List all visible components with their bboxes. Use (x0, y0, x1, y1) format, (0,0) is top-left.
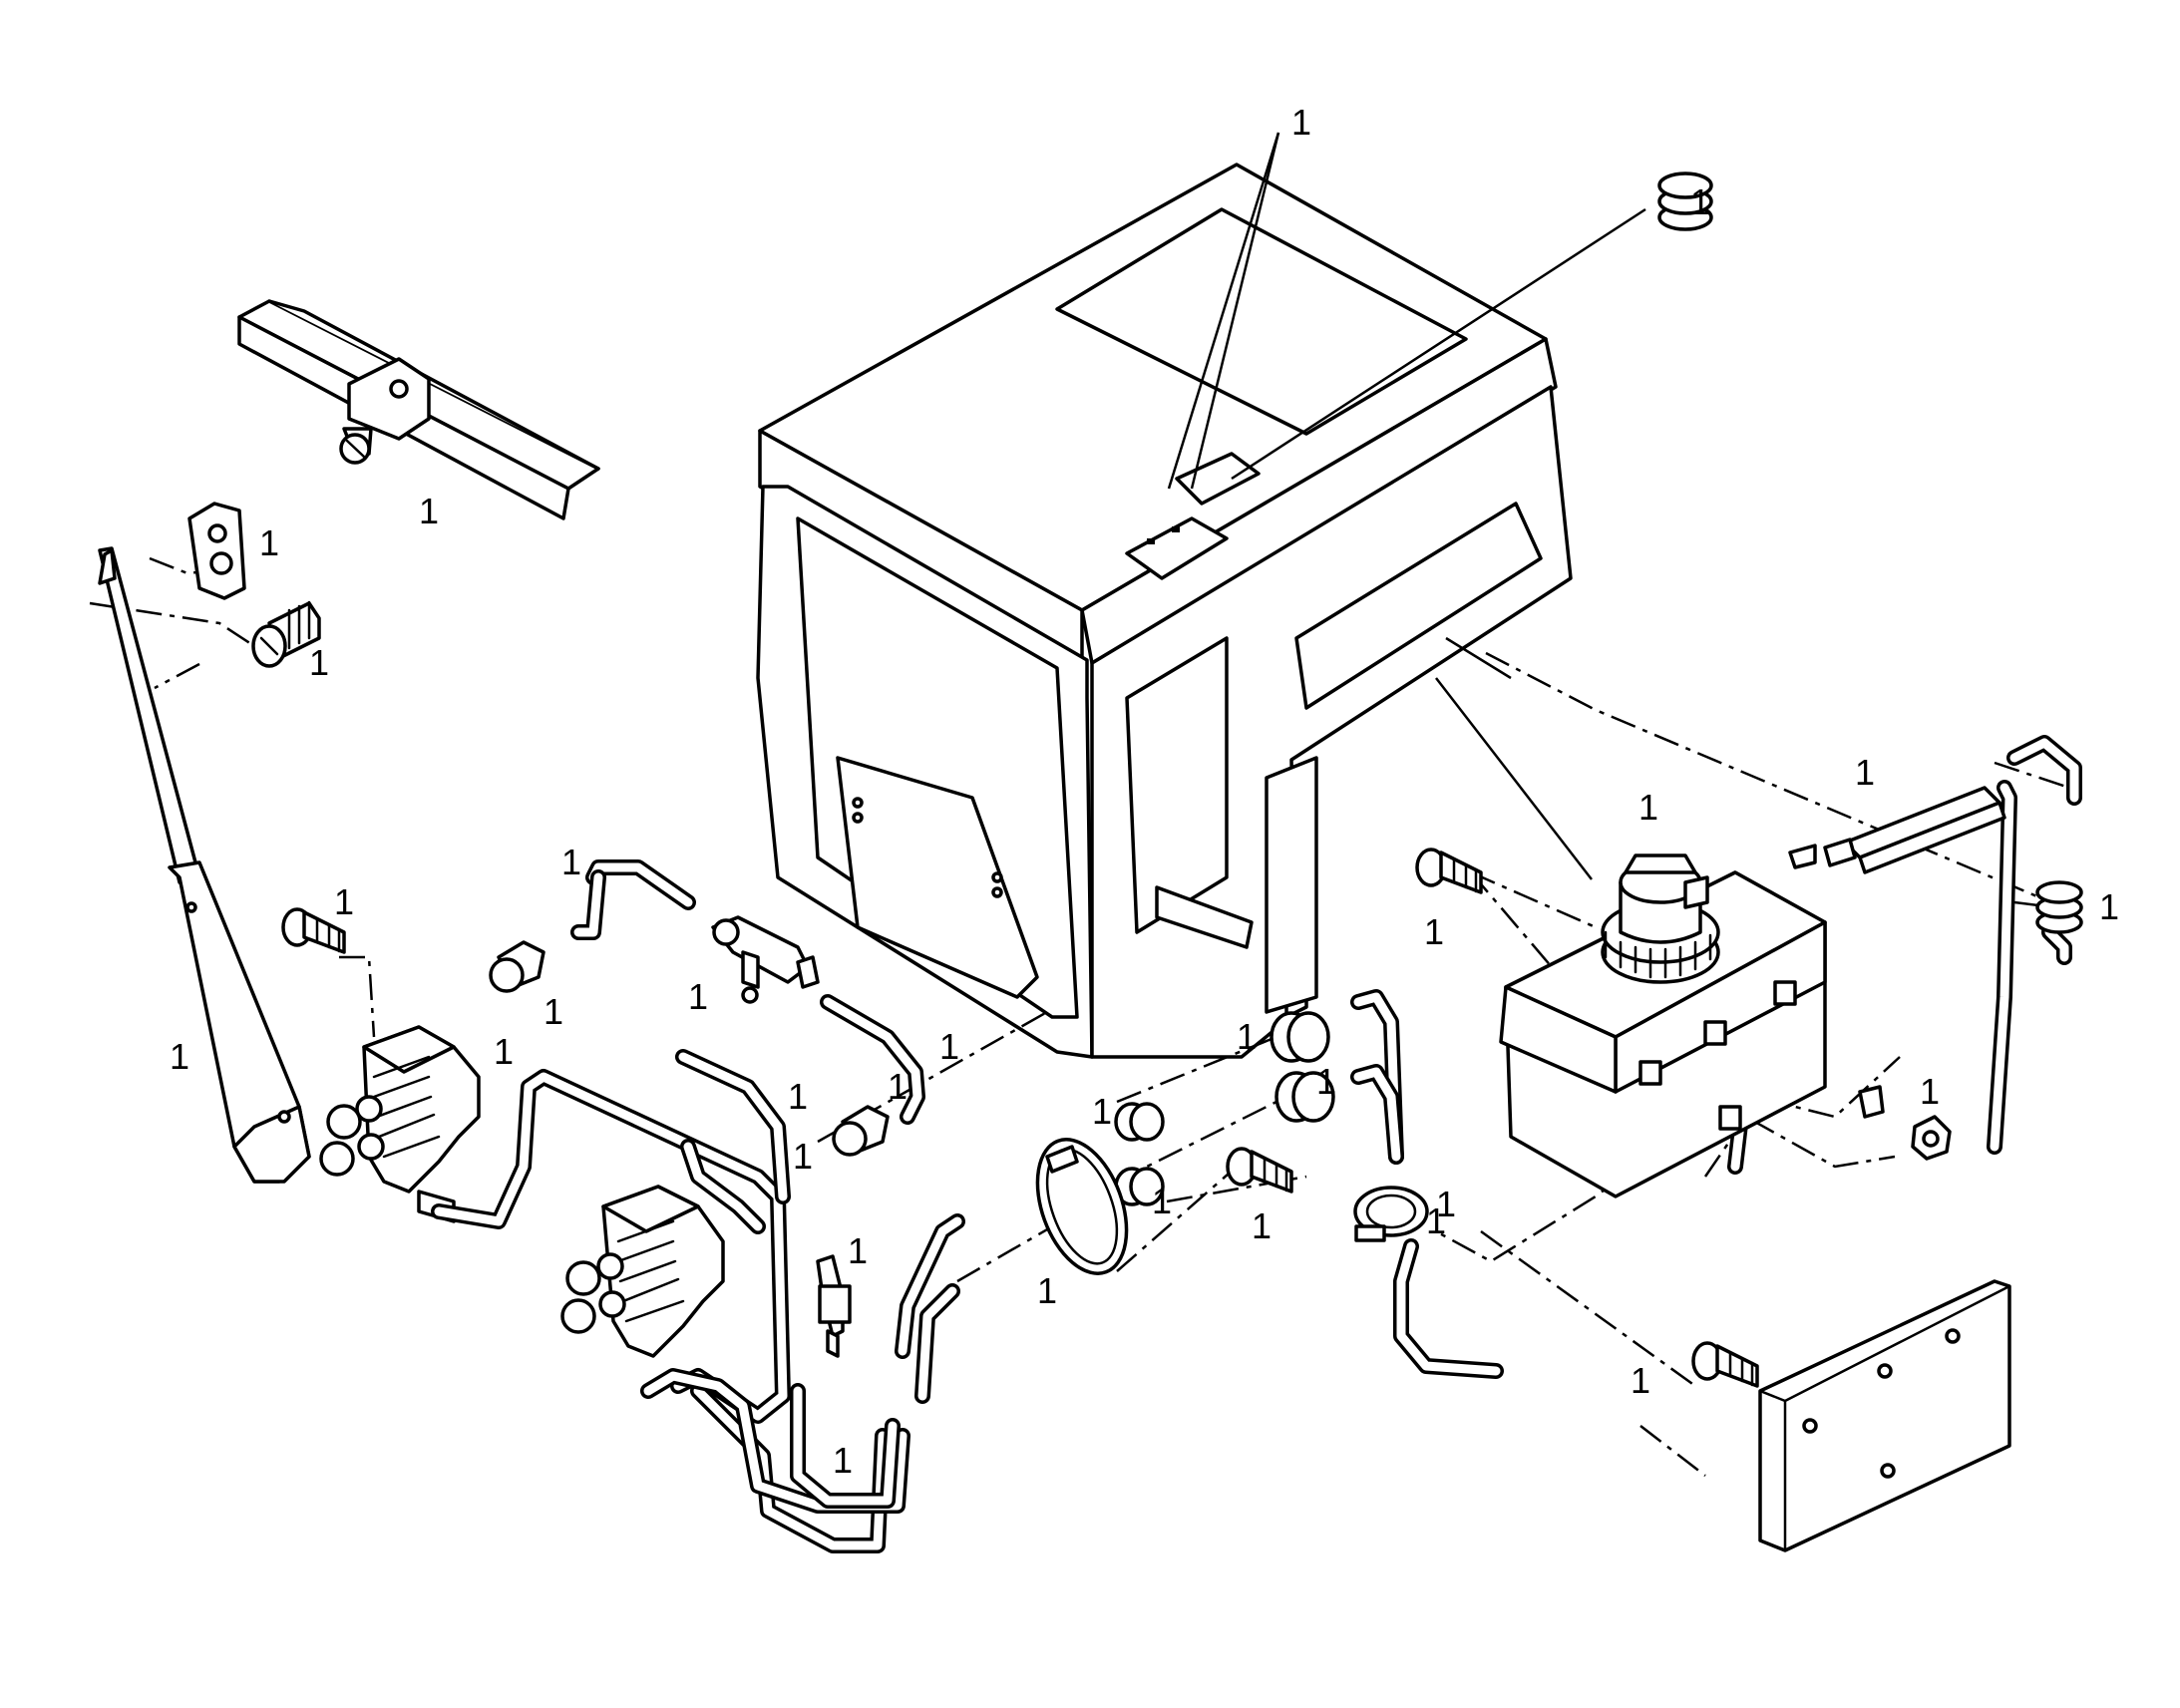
callout: 1 (788, 1076, 808, 1117)
wiper-motor-center (560, 1185, 725, 1358)
callout: 1 (1152, 1181, 1172, 1221)
callout: 1 (1920, 1071, 1940, 1112)
grommet-top-right (1657, 171, 1713, 231)
mounting-plate (187, 502, 246, 600)
callout: 1 (1237, 1016, 1257, 1057)
cab-assembly (756, 163, 1573, 1059)
callout: 1 (494, 1031, 514, 1072)
callout: 1 (888, 1066, 908, 1107)
callout: 1 (1037, 1270, 1057, 1311)
grommet-right (2035, 880, 2083, 934)
callout-labels: 1 1 1 1 1 1 1 1 1 1 1 1 1 1 1 1 1 1 1 1 … (170, 102, 2119, 1481)
bolt-tank (1415, 848, 1483, 894)
callout: 1 (1252, 1205, 1272, 1246)
callout: 1 (544, 991, 563, 1032)
callout: 1 (309, 642, 329, 683)
callout: 1 (1092, 1091, 1112, 1132)
callout: 1 (561, 842, 581, 882)
bolt-center (1226, 1147, 1293, 1194)
fittings (489, 915, 890, 1358)
callout: 1 (688, 976, 708, 1017)
callout: 1 (1631, 1360, 1650, 1401)
nut-right (1911, 1115, 1952, 1161)
wiper-arm (98, 546, 311, 1184)
callout: 1 (334, 881, 354, 922)
grommets-center (1114, 1011, 1335, 1206)
washer-pump (1788, 786, 2006, 1119)
callout: 1 (1316, 1061, 1336, 1102)
bolt-left (281, 907, 346, 954)
callout: 1 (848, 1230, 868, 1271)
washer-tank (1499, 854, 1827, 1198)
cover-plate (1758, 1279, 2011, 1552)
bolts (281, 848, 1952, 1388)
leader-lines (1167, 132, 1646, 880)
grommets (1114, 171, 2083, 1206)
callout: 1 (793, 1136, 813, 1177)
callout: 1 (1424, 911, 1444, 952)
wiper-blade (237, 299, 600, 520)
callout: 1 (170, 1036, 189, 1077)
callout: 1 (1638, 787, 1658, 828)
callout: 1 (1436, 1184, 1456, 1224)
screw-top-left (251, 600, 321, 668)
bolt-bottom-right (1691, 1341, 1759, 1388)
callout: 1 (939, 1026, 959, 1067)
callout: 1 (419, 491, 439, 531)
hose-clamps (1035, 1138, 1429, 1275)
callout: 1 (1291, 102, 1311, 143)
callout: 1 (1855, 752, 1875, 793)
callout: 1 (1690, 181, 1710, 222)
callout: 1 (833, 1440, 853, 1481)
callout: 1 (2099, 886, 2119, 927)
wiper-motor-left (319, 1025, 481, 1223)
callout: 1 (1426, 1200, 1446, 1241)
callout: 1 (259, 522, 279, 563)
